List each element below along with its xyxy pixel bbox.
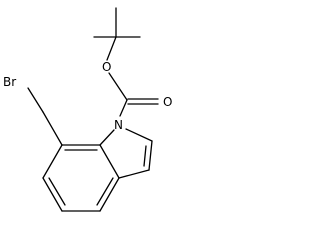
bond-lines [27,7,159,212]
ester-oxygen-atom-label: O [102,60,111,74]
bond-ester-oxygen-carbonyl [108,72,128,101]
atom-labels: Br O O N [3,60,172,132]
bond-n1-c2 [125,128,153,142]
bromine-atom-label: Br [3,75,16,89]
bond-c7-c6 [42,144,63,179]
bond-n1-c7a [99,129,115,146]
bond-ch2-br [27,87,44,113]
chemical-structure: Br O O N [3,7,172,212]
bond-c7-ch2 [42,111,63,146]
bond-c3-c3a [118,169,150,179]
bond-c7a-c3a [99,144,120,179]
bond-carbonyl-nitrogen [119,99,128,117]
carbonyl-oxygen-atom-label: O [163,95,172,109]
bond-c2-c3-outer [148,140,153,171]
bond-c4-c3a-inner [96,177,114,206]
bond-c6-c5-outer [42,177,63,212]
bond-tbu-ester-oxygen [106,36,117,61]
bond-c4-c3a-outer [99,177,120,212]
bond-c2-c3-inner [143,145,147,167]
nitrogen-atom-label: N [114,118,123,132]
bond-c6-c5-inner [48,177,66,206]
